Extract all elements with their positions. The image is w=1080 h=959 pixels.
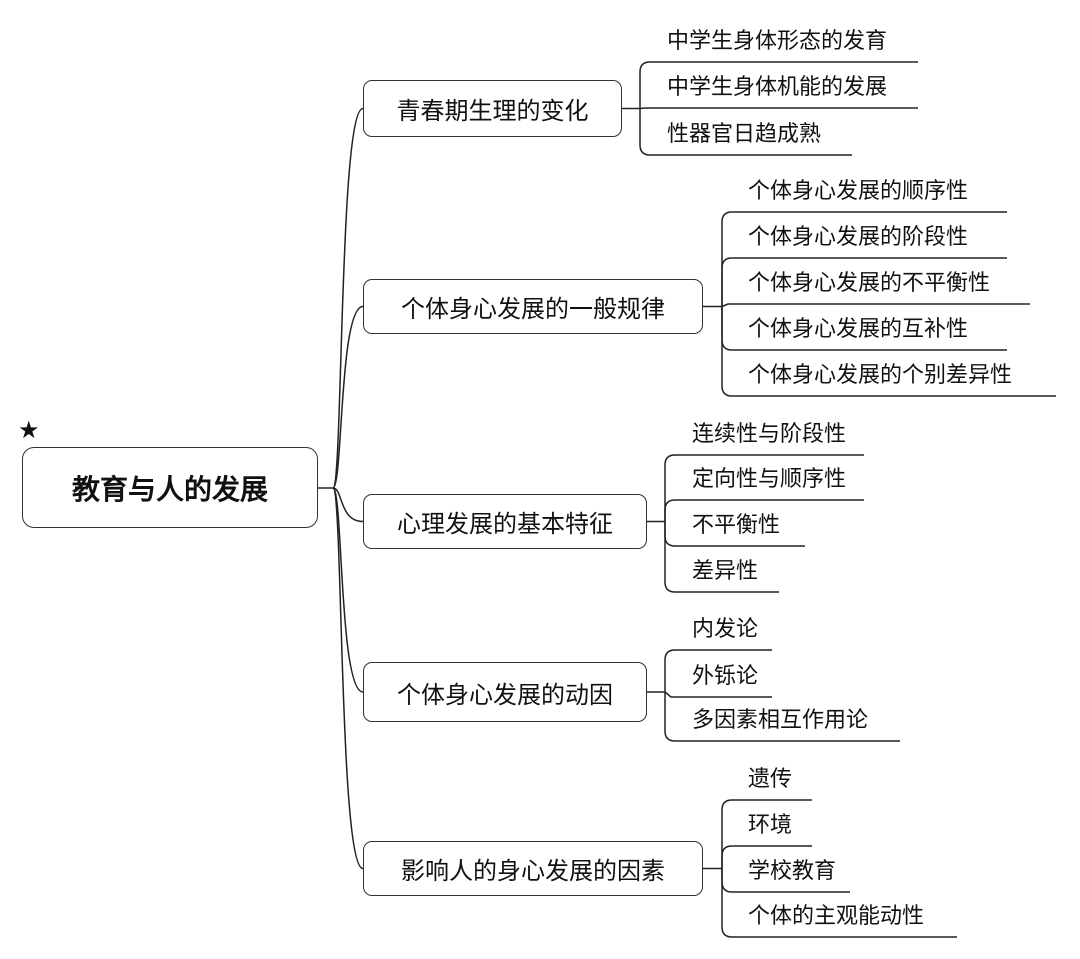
branch-connector: [332, 487, 364, 870]
branch-connector: [332, 487, 364, 523]
branch-node[interactable]: 青春期生理的变化: [363, 80, 622, 137]
leaf-connector: [721, 306, 1056, 397]
leaf-node[interactable]: 遗传: [748, 767, 793, 792]
leaf-node[interactable]: 外铄论: [692, 664, 759, 689]
leaf-connector: [721, 211, 1007, 307]
leaf-node[interactable]: 学校教育: [748, 859, 837, 884]
leaf-node[interactable]: 定向性与顺序性: [692, 467, 847, 492]
leaf-node[interactable]: 中学生身体机能的发展: [667, 75, 888, 100]
leaf-connector: [664, 499, 864, 522]
branch-node[interactable]: 个体身心发展的动因: [363, 662, 647, 722]
leaf-node[interactable]: 个体身心发展的个别差异性: [748, 363, 1013, 388]
leaf-node[interactable]: 性器官日趋成熟: [667, 122, 822, 147]
leaf-node[interactable]: 多因素相互作用论: [692, 708, 869, 733]
branch-connector: [332, 107, 364, 489]
leaf-node[interactable]: 不平衡性: [692, 513, 781, 538]
branch-node[interactable]: 影响人的身心发展的因素: [363, 841, 703, 896]
leaf-connector: [664, 692, 900, 742]
root-node[interactable]: 教育与人的发展: [22, 447, 318, 528]
leaf-node[interactable]: 个体身心发展的顺序性: [748, 179, 969, 204]
leaf-node[interactable]: 个体身心发展的阶段性: [748, 225, 969, 250]
leaf-connector: [664, 521, 779, 593]
leaf-node[interactable]: 中学生身体形态的发育: [667, 29, 888, 54]
leaf-connector: [664, 454, 864, 522]
branch-connector: [332, 487, 364, 693]
leaf-connector: [664, 649, 772, 692]
leaf-node[interactable]: 个体身心发展的互补性: [748, 317, 969, 342]
leaf-connector: [639, 108, 852, 156]
leaf-connector: [721, 868, 957, 938]
leaf-node[interactable]: 内发论: [692, 617, 759, 642]
branch-node[interactable]: 个体身心发展的一般规律: [363, 279, 703, 334]
leaf-node[interactable]: 连续性与阶段性: [692, 422, 847, 447]
leaf-node[interactable]: 环境: [748, 813, 793, 838]
star-icon: ★: [18, 416, 40, 444]
leaf-connector: [639, 107, 918, 110]
branch-node[interactable]: 心理发展的基本特征: [363, 494, 647, 549]
leaf-connector: [721, 845, 812, 869]
leaf-connector: [721, 799, 812, 869]
leaf-connector: [721, 257, 1007, 307]
branch-connector: [332, 305, 364, 489]
leaf-node[interactable]: 个体的主观能动性: [748, 904, 925, 929]
leaf-node[interactable]: 个体身心发展的不平衡性: [748, 271, 991, 296]
leaf-connector: [721, 303, 1030, 308]
leaf-connector: [639, 61, 918, 109]
leaf-node[interactable]: 差异性: [692, 559, 759, 584]
leaf-connector: [664, 691, 772, 698]
